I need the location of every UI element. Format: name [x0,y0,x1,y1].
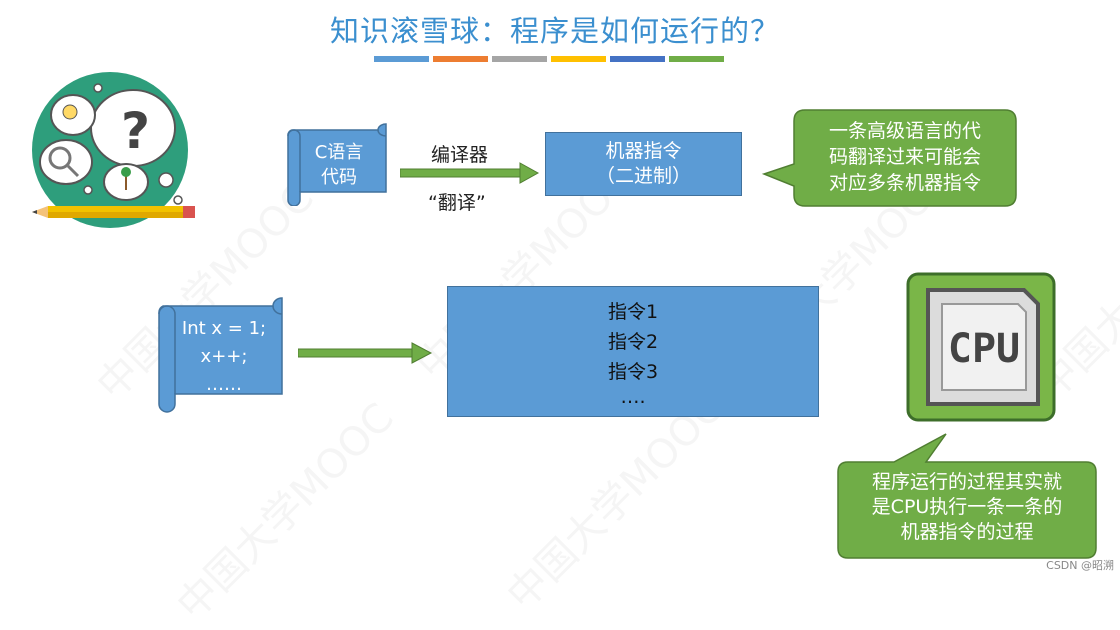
scroll-line: C语言 [314,142,364,163]
compiler-label: 编译器 [431,144,489,166]
cpu-label: CPU [948,326,1020,372]
accent-bar [433,56,488,62]
instruction-line: 指令2 [607,331,659,353]
thinking-question-icon: ? [32,72,195,228]
callout-line: 程序运行的过程其实就 [871,471,1062,493]
scroll-shape [287,123,387,206]
execute-arrow [298,342,433,364]
speech-bubble [761,109,1017,207]
scroll-line: …… [206,374,242,395]
accent-bar [551,56,606,62]
watermark: 中国大学MOOC [168,394,403,630]
scroll-line: 代码 [321,167,357,188]
translate-label: “翻译” [428,192,486,214]
instruction-line: 指令3 [607,361,659,383]
page-title: 知识滚雪球：程序是如何运行的？ [329,14,780,48]
accent-bar [669,56,724,62]
accent-bar [610,56,665,62]
box-line: （二进制） [595,165,691,187]
scroll-line: Int x = 1; [181,318,267,339]
machine-instruction-box: 机器指令 （二进制） [545,132,742,196]
cpu-icon: CPU [906,272,1056,422]
callout-line: 是CPU执行一条一条的 [871,496,1063,518]
scroll-shape [158,297,283,413]
scroll-c-code: C语言 代码 [298,140,380,190]
box-line: 机器指令 [605,140,682,162]
callout-line: 一条高级语言的代 [828,120,981,142]
callout-line: 码翻译过来可能会 [828,146,981,168]
instruction-line: …. [620,386,646,408]
svg-text:?: ? [121,102,150,160]
instructions-box: 指令1 指令2 指令3 …. [447,286,819,417]
footer-credit: CSDN @昭溯 [1046,559,1114,572]
callout-bottom-text: 程序运行的过程其实就 是CPU执行一条一条的 机器指令的过程 [842,470,1092,545]
callout-line: 机器指令的过程 [900,521,1034,543]
accent-bars [374,56,724,62]
callout-line: 对应多条机器指令 [828,172,981,194]
accent-bar [374,56,429,62]
scroll-source-code: Int x = 1; x++; …… [172,315,276,399]
compile-arrow [400,162,540,184]
speech-bubble [837,433,1097,559]
instruction-line: 指令1 [607,301,659,323]
scroll-line: x++; [200,346,248,367]
callout-top-text: 一条高级语言的代 码翻译过来可能会 对应多条机器指令 [800,118,1010,196]
accent-bar [492,56,547,62]
